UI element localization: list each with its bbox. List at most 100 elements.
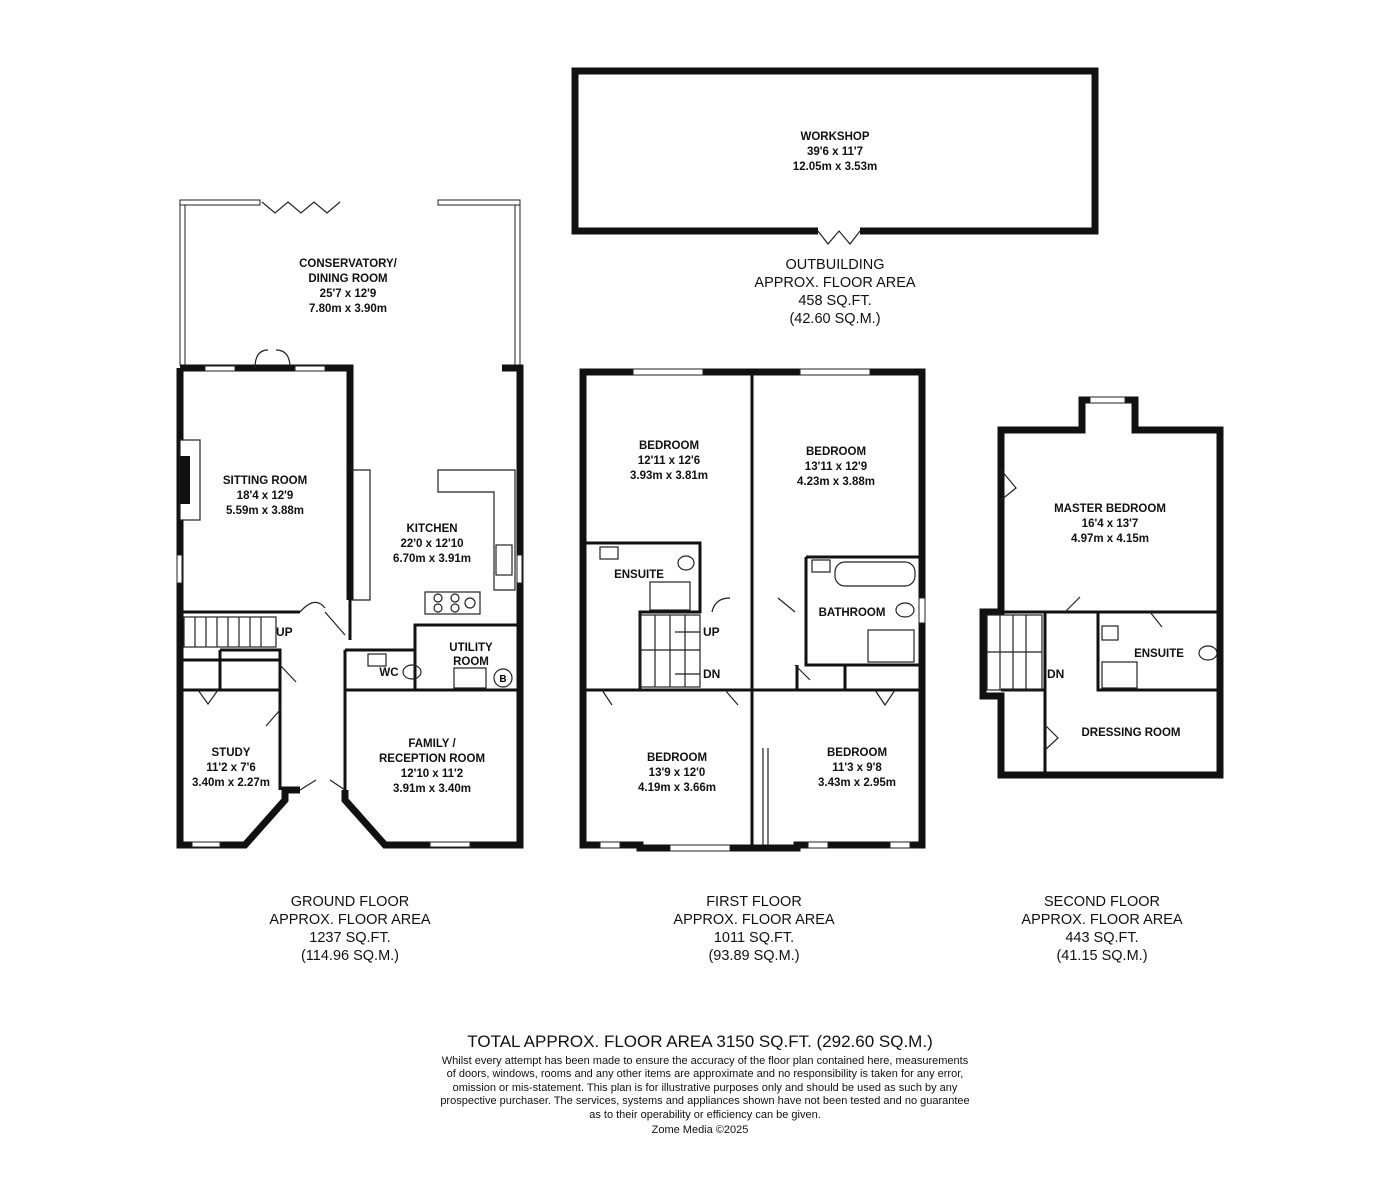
second-floor-area-caption: SECOND FLOOR APPROX. FLOOR AREA 443 SQ.F… [1002,893,1202,965]
area-sqm: (41.15 SQ.M.) [1056,948,1148,964]
door-swing-icon [299,601,346,636]
window [889,841,911,849]
hall-walls [180,688,347,790]
disclaimer-line: as to their operability or efficiency ca… [589,1108,821,1121]
sitting-room-walls [180,364,354,600]
basin-icon [367,653,387,667]
room-dimensions-metric: 3.40m x 2.27m [192,777,270,789]
outbuilding-area-caption: OUTBUILDING APPROX. FLOOR AREA 458 SQ.FT… [735,256,935,328]
area-sqft: 443 SQ.FT. [1065,930,1139,946]
shower-tray-icon [649,581,691,611]
toilet-icon [402,664,422,680]
area-heading: FIRST FLOOR [706,894,802,910]
area-subheading: APPROX. FLOOR AREA [673,912,835,928]
room-label: UTILITY [449,642,493,654]
french-door-icon [254,349,291,369]
kitchen-unit-icon [350,469,371,601]
room-label: ENSUITE [1134,648,1184,660]
fireplace-hearth-icon [180,456,190,504]
ensuite-walls [586,541,702,690]
window [516,554,523,584]
disclaimer-line: of doors, windows, rooms and any other i… [446,1068,964,1081]
room-label: CONSERVATORY/ [299,258,398,270]
stair-treads-icon [194,617,262,647]
room-dimensions-metric: 3.43m x 2.95m [818,777,896,789]
toilet-icon [1198,645,1218,661]
landing-walls [795,665,847,690]
window [1089,396,1126,404]
area-heading: SECOND FLOOR [1043,894,1160,910]
second-floor-plan: DN MASTER BEDROOM 16'4 x 13'7 4.97m x 4.… [979,396,1224,779]
area-heading: OUTBUILDING [785,257,885,273]
area-sqft: 458 SQ.FT. [798,293,872,309]
room-label: SITTING ROOM [223,475,307,487]
window [599,841,621,849]
room-dimensions-metric: 6.70m x 3.91m [393,553,471,565]
room-label: MASTER BEDROOM [1054,503,1166,515]
wardrobe-icon [762,748,769,845]
boiler-label: B [499,674,506,685]
second-floor-outer-walls [979,396,1224,779]
bathroom-walls [804,555,920,667]
room-dimensions-imperial: 16'4 x 13'7 [1082,518,1139,530]
room-dimensions-metric: 3.93m x 3.81m [630,470,708,482]
room-dimensions-imperial: 22'0 x 12'10 [400,538,463,550]
window [429,841,471,848]
stairs-down-label: DN [703,667,720,681]
room-label: ENSUITE [614,569,664,581]
room-label-line2: ROOM [453,656,489,668]
basin-icon [599,546,619,560]
window [918,597,926,624]
outbuilding-plan: WORKSHOP 39'6 x 11'7 12.05m x 3.53m [571,67,1099,245]
window [204,365,236,372]
door-swing-icon [601,597,896,707]
room-label: BEDROOM [806,446,866,458]
room-dimensions-metric: 4.23m x 3.88m [797,476,875,488]
conservatory-glazing-left [179,202,186,366]
staircase-icon [183,616,277,648]
room-label: BEDROOM [647,752,707,764]
basin-icon [811,559,831,573]
area-sqm: (114.96 SQ.M.) [300,948,400,964]
room-dimensions-metric: 4.19m x 3.66m [638,782,716,794]
room-dimensions-imperial: 12'11 x 12'6 [638,455,700,467]
area-subheading: APPROX. FLOOR AREA [1021,912,1183,928]
area-sqft: 1011 SQ.FT. [713,930,795,946]
area-subheading: APPROX. FLOOR AREA [269,912,431,928]
bath-icon [834,561,916,587]
workshop-door-icon [817,230,861,245]
door-swing-icon [1000,469,1163,751]
area-sqft: 1237 SQ.FT. [309,930,391,946]
room-dimensions-imperial: 13'9 x 12'0 [649,767,706,779]
door-swing-icon [265,664,297,727]
kitchen-worktop-icon [437,469,516,591]
copyright-credit: Zome Media ©2025 [651,1124,749,1136]
ground-interior-wall [180,600,352,640]
wc-utility-wall [343,650,520,692]
room-dimensions-metric: 12.05m x 3.53m [793,161,877,173]
window [294,365,326,372]
hob-ring-icon [464,597,476,609]
disclaimer-line: Whilst every attempt has been made to en… [441,1055,969,1067]
window [669,844,731,852]
room-dimensions-imperial: 11'2 x 7'6 [206,762,256,774]
stair-treads-icon [987,615,1042,690]
area-subheading: APPROX. FLOOR AREA [754,275,916,291]
first-floor-plan: UP DN BEDROOM 12'11 x 12'6 3.93m x 3.81m… [579,368,926,852]
disclaimer-line: omission or mis-statement. This plan is … [452,1081,958,1094]
area-sqm: (93.89 SQ.M.) [708,948,800,964]
shower-tray-icon [867,629,915,663]
ground-floor-area-caption: GROUND FLOOR APPROX. FLOOR AREA 1237 SQ.… [250,893,450,965]
area-sqm: (42.60 SQ.M.) [789,311,881,327]
conservatory-glazing-right [514,202,521,366]
room-dimensions-metric: 4.97m x 4.15m [1071,533,1149,545]
room-label-line2: DINING ROOM [308,273,387,285]
boiler-icon [493,668,513,688]
window [176,554,183,584]
bifold-door-icon [261,201,341,214]
sink-icon [495,544,513,576]
room-dimensions-imperial: 12'10 x 11'2 [401,768,463,780]
storage-walls [180,648,282,690]
ground-floor-plan: UP B CONSERVATORY/ DINING ROOM 25'7 x 12… [176,199,524,849]
